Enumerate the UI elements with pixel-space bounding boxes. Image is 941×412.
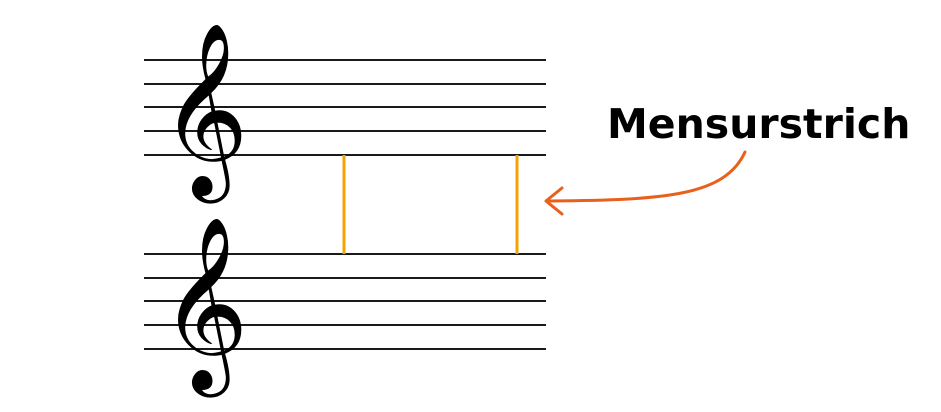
treble-clef-icon: 𝄞 xyxy=(160,22,249,204)
mensurstrich-label: Mensurstrich xyxy=(607,100,910,148)
curved-arrow-icon xyxy=(544,150,747,216)
lower-staff: 𝄞 xyxy=(144,216,546,398)
treble-clef-icon: 𝄞 xyxy=(160,216,249,398)
arrow-shaft xyxy=(548,150,747,203)
arrow-head xyxy=(544,186,564,216)
mensurstrich-barlines xyxy=(342,155,519,254)
